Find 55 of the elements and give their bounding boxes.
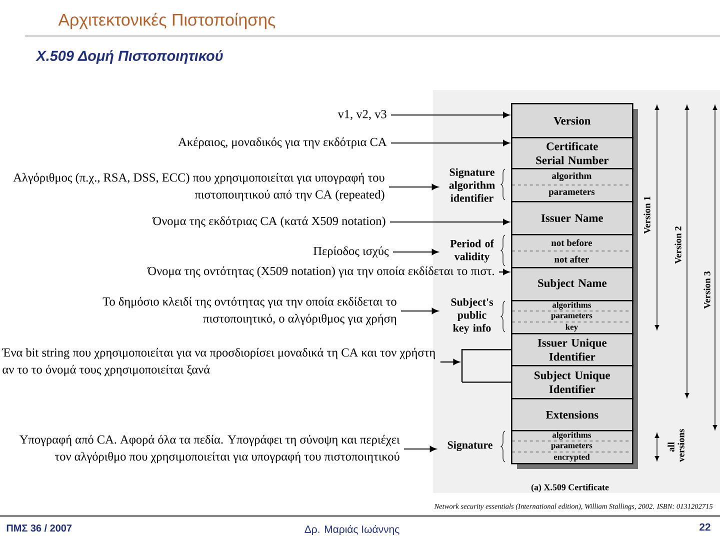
certificate-field: Version — [511, 103, 634, 138]
description-text: Ακέραιος, μοναδικός για την εκδότρια CA — [178, 137, 387, 149]
subfield-text: parameters — [551, 313, 592, 320]
certificate-field: Extensions — [511, 398, 634, 432]
field-group-label: Period of validity — [450, 239, 494, 262]
field-group-box — [511, 300, 634, 334]
bracket-line — [462, 382, 511, 383]
subtitle: X.509 Δομή Πιστοποιητικού — [36, 50, 223, 64]
description-text: Όνομα της οντότητας (X509 notation) για την οποία εκδίδεται το πιστ. — [147, 266, 494, 278]
subfield-text: key — [566, 324, 578, 332]
subfield-text: not before — [551, 239, 592, 246]
version-label: Version 1 — [644, 196, 650, 234]
slide-title: Αρχιτεκτονικές Πιστοποίησης — [58, 12, 276, 30]
arrow — [391, 112, 510, 118]
field-group-label: Signature — [448, 441, 492, 451]
version-label: Version 3 — [704, 271, 710, 309]
field-group-box — [511, 430, 634, 464]
arrow — [390, 218, 510, 225]
certificate-field: Subject Name — [511, 267, 634, 302]
field-group-label: Signature algorithm identifier — [449, 168, 495, 202]
arrow — [499, 268, 510, 275]
field-group-box — [511, 234, 634, 268]
arrow — [389, 184, 438, 190]
certificate-field: Issuer Unique Identifier — [511, 333, 634, 366]
page-number: 22 — [700, 523, 710, 531]
version-label: all versions — [668, 429, 684, 462]
subfield-text: algorithms — [552, 432, 592, 440]
figure-caption: (a) X.509 Certificate — [531, 484, 609, 492]
arrow — [401, 308, 438, 314]
certificate-field: Issuer Name — [511, 200, 634, 236]
version-label: Version 2 — [674, 226, 682, 264]
arrow — [404, 446, 436, 452]
author-name: Δρ. Μαριάς Ιωάννης — [304, 524, 400, 536]
bracket-line — [462, 349, 511, 350]
description-text: Ένα bit string που χρησιμοποιείται για να προσδιορίσει μοναδικά τη CA και τον χρήστη αν το το όνομά τους χρησιμοποιείται ξανά — [2, 348, 435, 376]
description-text: Περίοδος ισχύς — [314, 246, 389, 258]
description-text: Αλγόριθμος (π.χ., RSA, DSS, ECC) που χρησιμοποιείται για υπογραφή του πιστοποιητικού από την CA (repeated) — [13, 172, 384, 202]
description-text: Όνομα της εκδότριας CA (κατά X509 notation) — [152, 216, 386, 228]
subfield-text: parameters — [551, 443, 592, 450]
subfield-text: algorithms — [552, 302, 592, 310]
certificate-field: Subject Unique Identifier — [511, 365, 634, 400]
description-text: v1, v2, v3 — [338, 110, 386, 120]
field-group-box — [511, 168, 634, 202]
description-text: Το δημόσιο κλειδί της οντότητας για την οποία εκδίδεται το πιστοποιητικό, ο αλγόριθμος για χρήση — [102, 296, 396, 326]
subfield-text: encrypted — [554, 454, 590, 462]
certificate-field: Certificate Serial Number — [511, 137, 634, 170]
arrow — [393, 248, 438, 255]
arrow — [391, 140, 510, 146]
arrow — [440, 358, 460, 365]
subfield-text: algorithm — [552, 172, 592, 182]
field-group-label: Subject's public key info — [451, 298, 494, 334]
description-text: Υπογραφή από CA. Αφορά όλα τα πεδία. Υπογράφει τη σύνοψη και περιέχει τον αλγόριθμο που χρησιμοποιείται για υπογραφή του πιστοποιητικού — [20, 434, 400, 464]
subfield-text: not after — [554, 256, 589, 263]
subfield-text: parameters — [548, 190, 595, 197]
footer-text: ΠΜΣ 36 / 2007 — [6, 524, 72, 532]
